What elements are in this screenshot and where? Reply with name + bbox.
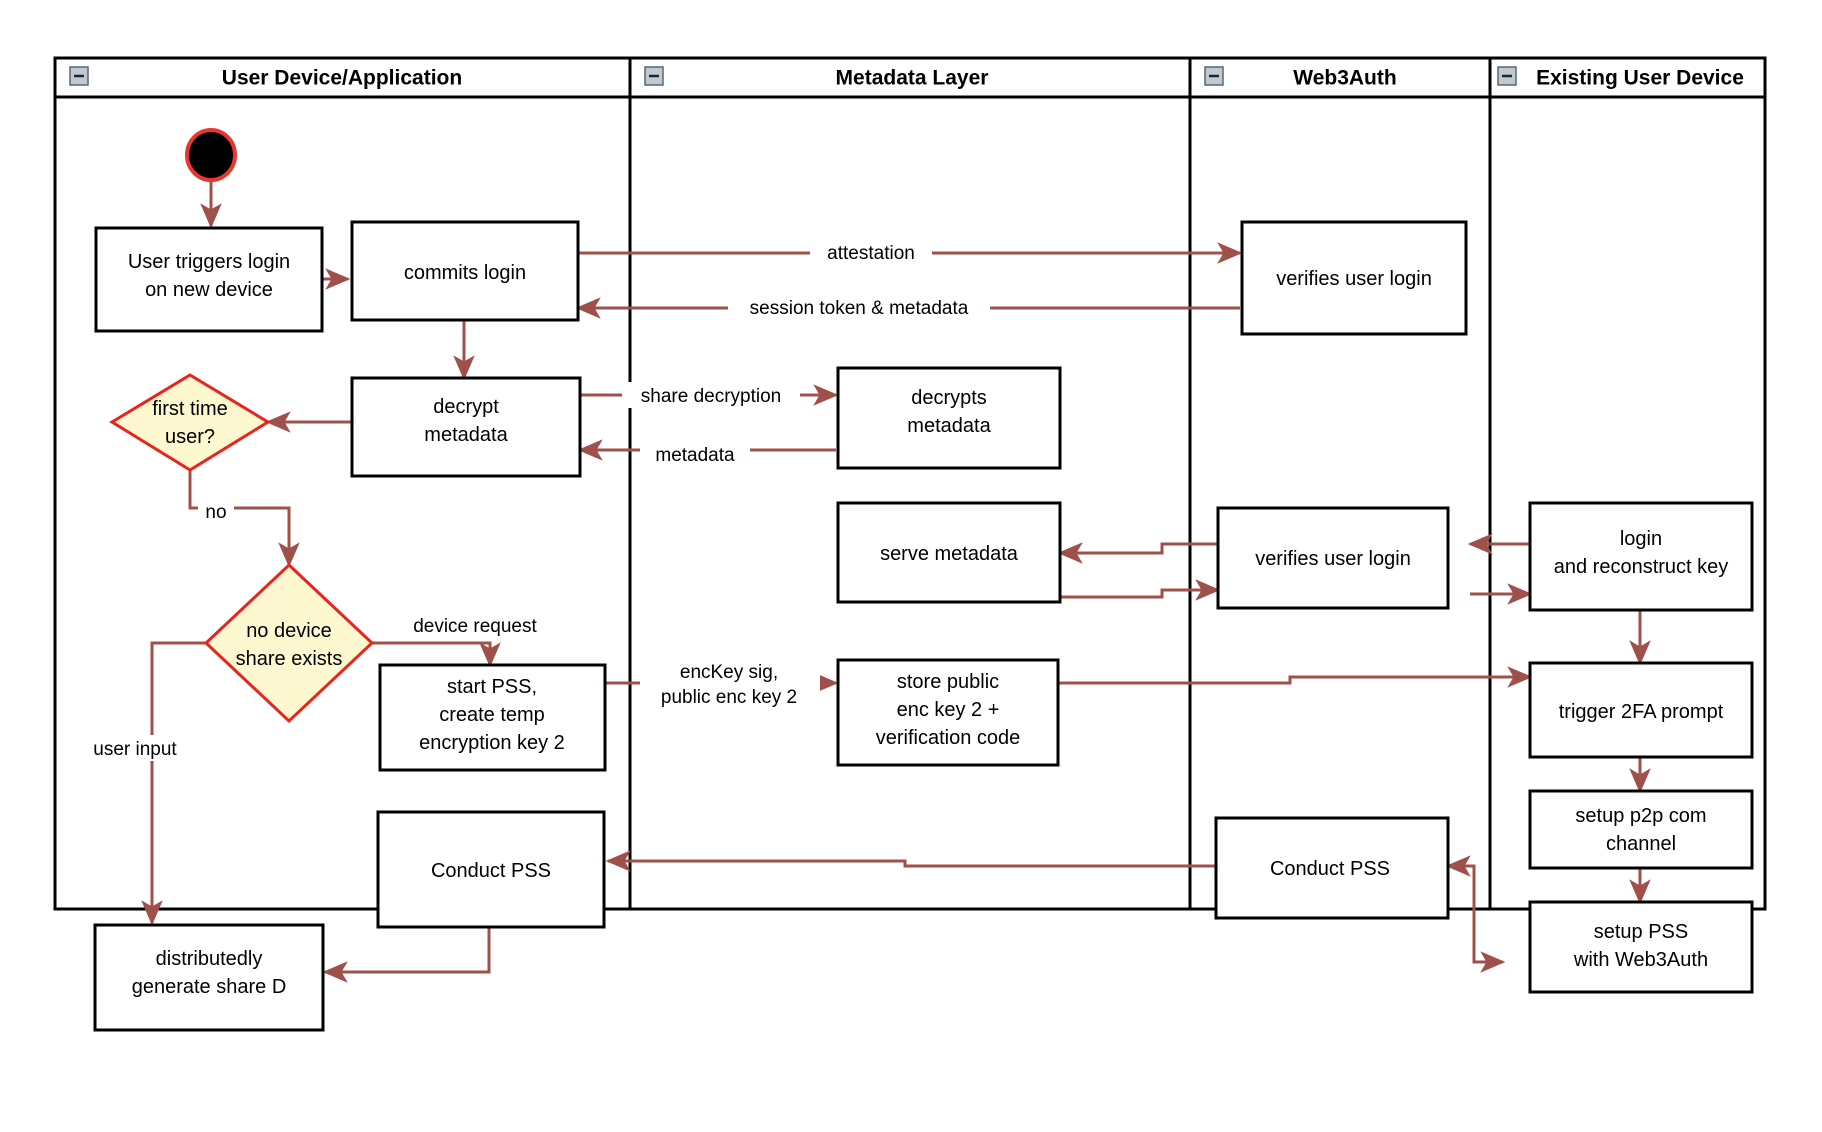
node-trigger-2fa-prompt[interactable]: trigger 2FA prompt	[1528, 661, 1754, 759]
lane-body-user-device	[53, 95, 632, 911]
node-setup-pss-with-web3auth-line-1: setup PSS	[1594, 921, 1689, 943]
lane-header-web3auth[interactable]	[1188, 56, 1492, 99]
edge-device-share-to-start-pss	[372, 641, 501, 668]
edge-label-share-decryption-group: share decryption	[622, 382, 800, 408]
node-decrypt-metadata-line-2: metadata	[424, 424, 508, 446]
node-login-reconstruct-key-line-1: login	[1620, 528, 1662, 550]
edge-store-public-key-to-trigger-2fa	[1058, 666, 1533, 688]
edge-label-enckey-sig-2: public enc key 2	[661, 687, 797, 708]
swimlane-frames	[53, 56, 1767, 911]
node-conduct-pss-user[interactable]: Conduct PSS	[376, 810, 606, 929]
node-decrypt-metadata-line-1: decrypt	[433, 396, 499, 418]
node-store-public-enc-key-line-2: enc key 2 +	[897, 699, 1000, 721]
edge-first-time-user-no-to-device-share	[188, 470, 300, 568]
node-no-device-share-line-2: share exists	[236, 648, 343, 670]
node-user-triggers-login-line-2: on new device	[145, 279, 273, 301]
lane-title-user-device: User Device/Application	[222, 67, 462, 90]
node-login-reconstruct-key-line-2: and reconstruct key	[1554, 556, 1729, 578]
node-start[interactable]	[185, 128, 237, 182]
node-no-device-share-line-1: no device	[246, 620, 332, 642]
node-conduct-pss-web3auth[interactable]: Conduct PSS	[1214, 816, 1450, 920]
node-start-pss-line-1: start PSS,	[447, 676, 537, 698]
node-first-time-user-line-2: user?	[165, 426, 215, 448]
collapse-icon-web3auth[interactable]	[1204, 66, 1224, 86]
node-conduct-pss-web3auth-label: Conduct PSS	[1270, 858, 1390, 880]
node-decrypts-metadata[interactable]: decrypts metadata	[836, 366, 1062, 470]
lane-body-web3auth	[1188, 95, 1492, 911]
edge-label-no-group: no	[198, 498, 234, 523]
node-setup-pss-with-web3auth[interactable]: setup PSS with Web3Auth	[1528, 900, 1754, 994]
edge-serve-metadata-to-verifies-2	[1060, 579, 1221, 601]
edge-label-attestation-group: attestation	[810, 239, 932, 265]
node-setup-pss-with-web3auth-line-2: with Web3Auth	[1573, 949, 1708, 971]
node-user-triggers-login-line-1: User triggers login	[128, 251, 290, 273]
node-setup-p2p-com-channel-line-1: setup p2p com	[1575, 805, 1706, 827]
node-commits-login-label: commits login	[404, 262, 526, 284]
collapse-icon-user-device[interactable]	[69, 66, 89, 86]
lane-title-metadata: Metadata Layer	[836, 67, 989, 90]
edge-label-metadata: metadata	[655, 445, 735, 466]
edge-label-share-decryption: share decryption	[641, 386, 781, 407]
node-start-pss-line-2: create temp	[439, 704, 545, 726]
node-user-triggers-login[interactable]: User triggers login on new device	[94, 226, 324, 333]
edge-label-session-token: session token & metadata	[750, 298, 969, 319]
node-start-pss[interactable]: start PSS, create temp encryption key 2	[378, 663, 607, 772]
edge-label-user-input-group: user input	[82, 735, 188, 761]
node-decrypts-metadata-line-1: decrypts	[911, 387, 987, 409]
edge-verifies-2-to-serve-metadata	[1057, 542, 1218, 564]
node-generate-share-d-line-2: generate share D	[132, 976, 287, 998]
node-store-public-enc-key-line-3: verification code	[876, 727, 1021, 749]
lane-header-user-device[interactable]	[53, 56, 632, 99]
node-first-time-user-decision[interactable]: first time user?	[109, 373, 271, 472]
edge-label-session-token-group: session token & metadata	[728, 294, 990, 320]
edge-conduct-pss-web3auth-to-conduct-pss-user	[605, 850, 1216, 872]
edge-device-share-to-generate-share-d	[141, 641, 206, 926]
node-trigger-2fa-prompt-label: trigger 2FA prompt	[1559, 701, 1724, 723]
lane-title-web3auth: Web3Auth	[1293, 67, 1396, 90]
edge-label-metadata-group: metadata	[640, 440, 750, 466]
collapse-icon-metadata[interactable]	[644, 66, 664, 86]
node-verifies-user-login-2-label: verifies user login	[1255, 548, 1411, 570]
node-serve-metadata-label: serve metadata	[880, 543, 1019, 565]
node-verifies-user-login-2[interactable]: verifies user login	[1216, 506, 1450, 610]
node-commits-login[interactable]: commits login	[350, 220, 580, 322]
node-setup-p2p-com-channel[interactable]: setup p2p com channel	[1528, 789, 1754, 870]
lane-header-existing-device[interactable]	[1488, 56, 1767, 99]
edge-label-device-request: device request	[413, 616, 537, 637]
node-generate-share-d-line-1: distributedly	[156, 948, 263, 970]
collapse-icon-existing-device[interactable]	[1497, 66, 1517, 86]
node-verifies-user-login-1[interactable]: verifies user login	[1240, 220, 1468, 336]
edge-label-enckey-sig-group: encKey sig, public enc key 2	[640, 655, 820, 711]
edge-label-no: no	[205, 502, 226, 523]
edge-label-enckey-sig-1: encKey sig,	[680, 662, 778, 683]
node-setup-p2p-com-channel-line-2: channel	[1606, 833, 1676, 855]
node-generate-share-d[interactable]: distributedly generate share D	[93, 923, 325, 1032]
node-store-public-enc-key[interactable]: store public enc key 2 + verification co…	[836, 658, 1060, 767]
edge-conduct-pss-user-to-generate-share-d	[322, 927, 491, 983]
node-decrypts-metadata-line-2: metadata	[907, 415, 991, 437]
node-decrypt-metadata[interactable]: decrypt metadata	[350, 376, 582, 478]
lane-title-existing-device: Existing User Device	[1536, 67, 1744, 90]
edge-label-user-input: user input	[93, 739, 177, 760]
edge-junction-to-setup-pss-with-web3auth	[1472, 866, 1506, 973]
node-verifies-user-login-1-label: verifies user login	[1276, 268, 1432, 290]
node-conduct-pss-user-label: Conduct PSS	[431, 860, 551, 882]
node-no-device-share-decision[interactable]: no device share exists	[203, 562, 375, 724]
edge-label-attestation: attestation	[827, 243, 915, 264]
edge-label-device-request-group: device request	[394, 612, 556, 638]
node-start-pss-line-3: encryption key 2	[419, 732, 565, 754]
node-first-time-user-line-1: first time	[152, 398, 228, 420]
node-store-public-enc-key-line-1: store public	[897, 671, 999, 693]
node-serve-metadata[interactable]: serve metadata	[836, 501, 1062, 604]
node-login-reconstruct-key[interactable]: login and reconstruct key	[1528, 501, 1754, 612]
